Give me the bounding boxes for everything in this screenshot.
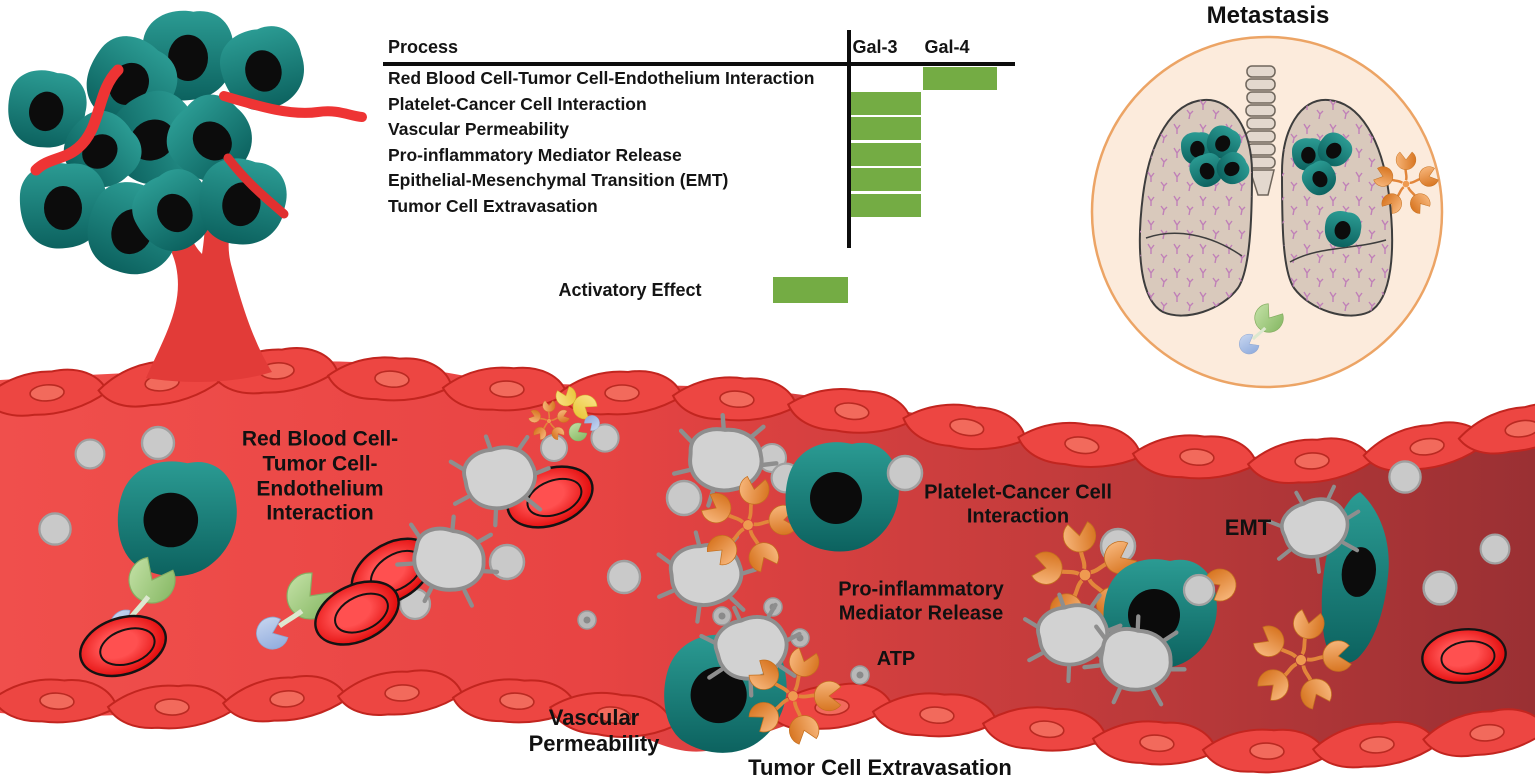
metastasis-title: Metastasis (1206, 1, 1330, 29)
gal3-effect-bar (851, 92, 921, 115)
table-row-label: Pro-inflammatory Mediator Release (388, 145, 682, 165)
metastasis-inset (1090, 35, 1444, 389)
table-row-label: Platelet-Cancer Cell Interaction (388, 94, 647, 114)
rbc-interaction-label: Red Blood Cell- Tumor Cell- Endothelium … (241, 427, 399, 525)
gal4-effect-bar (923, 67, 997, 90)
table-row-label: Vascular Permeability (388, 119, 569, 139)
tumor-extravasation-label: Tumor Cell Extravasation (748, 755, 1012, 781)
atp-label: ATP (876, 648, 916, 671)
table-row-label: Red Blood Cell-Tumor Cell-Endothelium In… (388, 68, 815, 88)
legend-label: Activatory Effect (558, 280, 702, 300)
table-header-rule (383, 62, 1015, 66)
table-axis-line (847, 30, 851, 248)
table-row-label: Tumor Cell Extravasation (388, 196, 598, 216)
vascular-permeability-label: Vascular Permeability (528, 705, 660, 756)
gal3-effect-bar (851, 194, 921, 217)
table-header-gal3: Gal-3 (852, 37, 898, 57)
table-header-process: Process (388, 37, 459, 57)
legend-activatory-swatch (773, 277, 848, 303)
gal3-effect-bar (851, 117, 921, 140)
platelet-cancer-label: Platelet-Cancer Cell Interaction (924, 481, 1112, 527)
gray-cell (886, 454, 924, 492)
trachea-illustration (1245, 65, 1276, 196)
gal3-effect-bar (851, 168, 921, 191)
tumor-angiogenic-vessels (30, 64, 367, 219)
gray-cell (1182, 573, 1216, 607)
process-effect-table: Process Gal-3 Gal-4 Red Blood Cell-Tumor… (383, 30, 1023, 260)
pro-inflammatory-label: Pro-inflammatory Mediator Release (838, 578, 1004, 624)
gal3-effect-bar (851, 143, 921, 166)
emt-label: EMT (1224, 515, 1272, 541)
table-row-label: Epithelial-Mesenchymal Transition (EMT) (388, 170, 729, 190)
tumor-cell-cluster (1, 10, 314, 290)
table-header-gal4: Gal-4 (924, 37, 970, 57)
primary-tumor-illustration (1, 10, 367, 382)
